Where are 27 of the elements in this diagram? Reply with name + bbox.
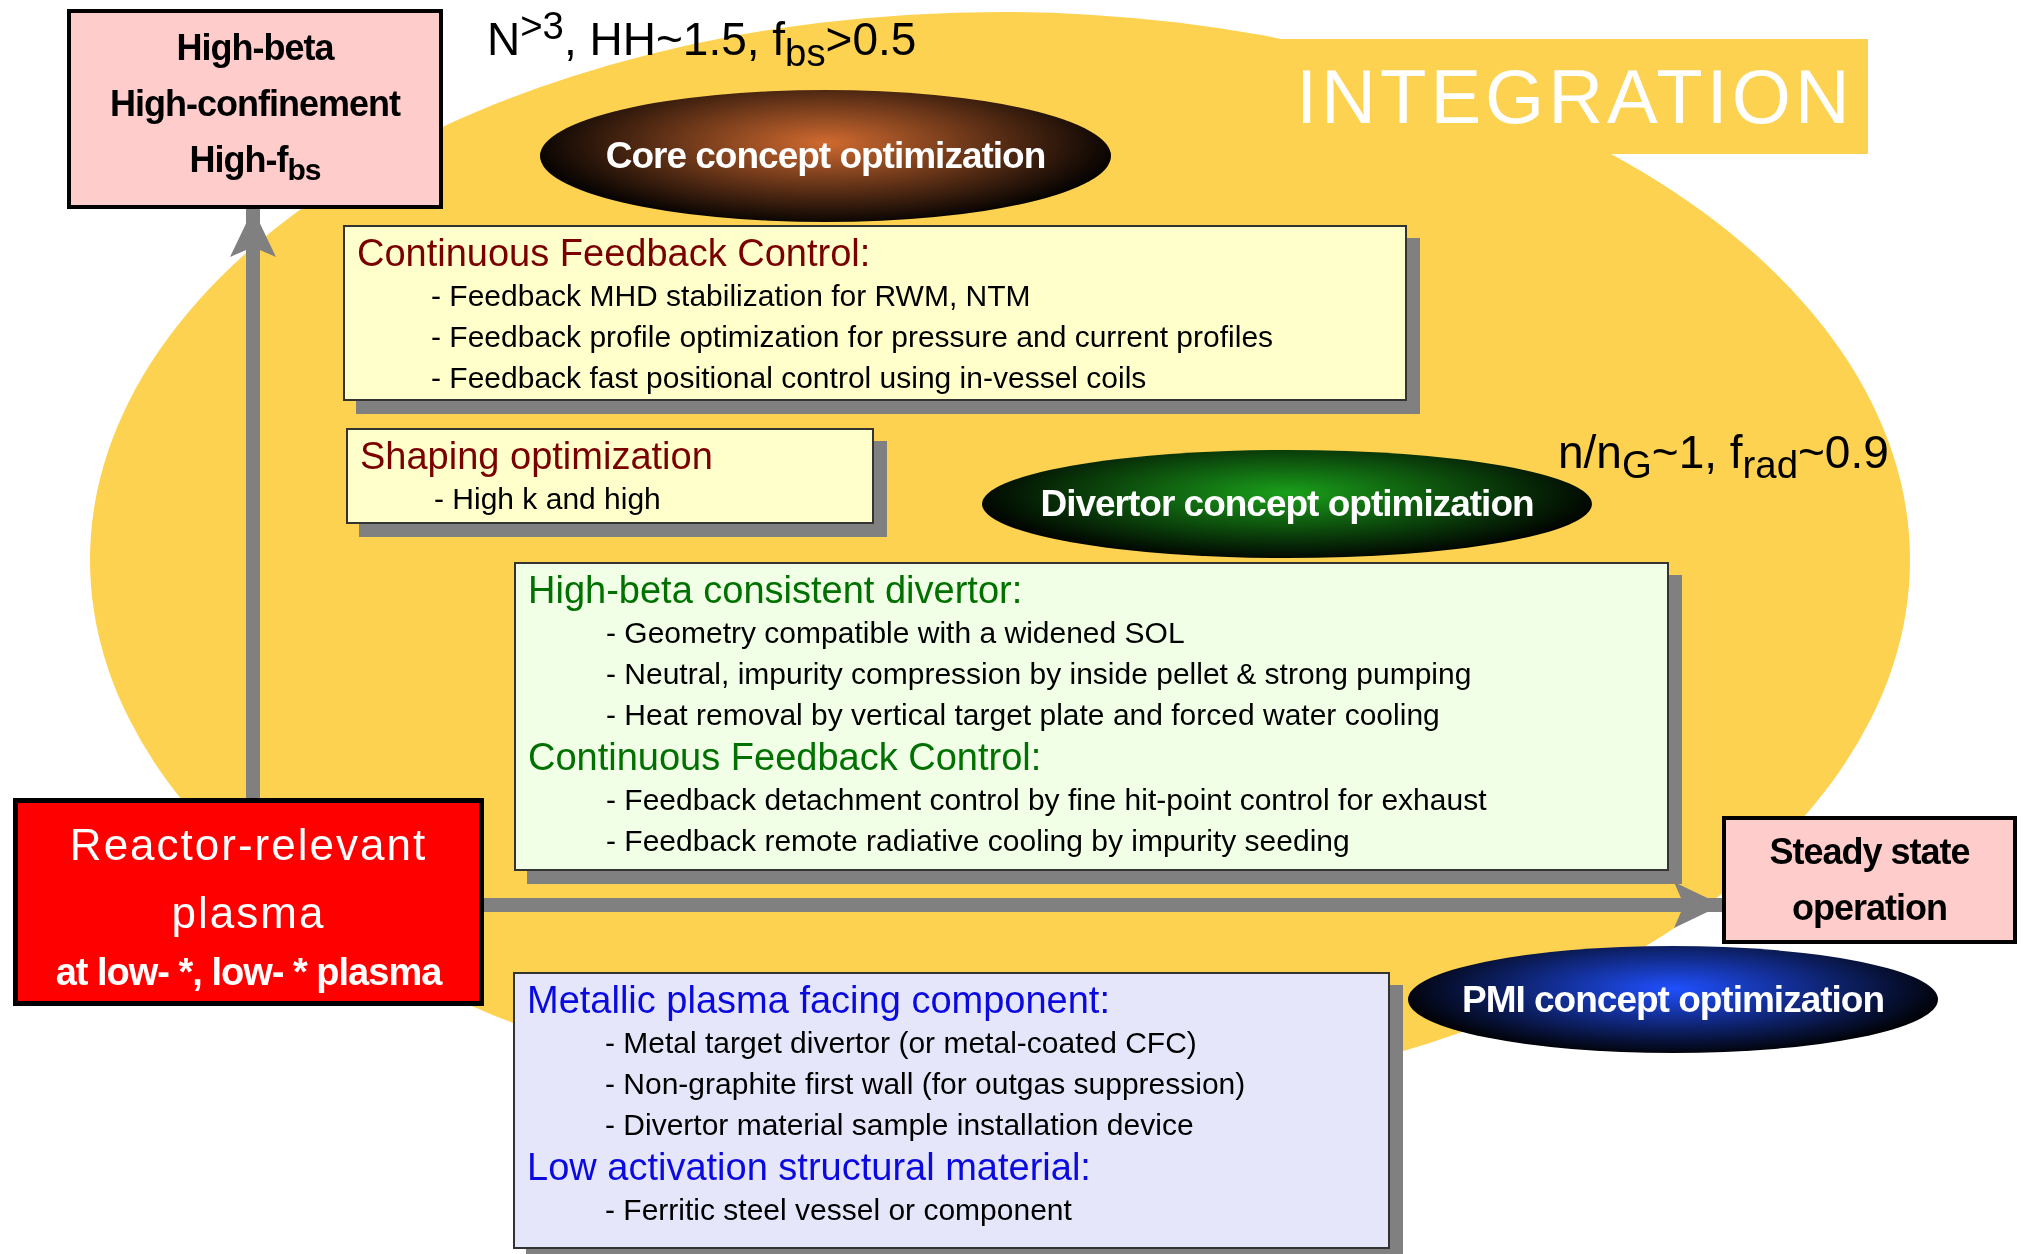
box-title: Reactor-relevant plasma: [68, 818, 429, 939]
goal-box: Steady state operation: [1722, 816, 2017, 944]
panel-heading: Continuous Feedback Control:: [357, 231, 872, 275]
panel-heading: Low activation structural material:: [527, 1145, 1092, 1189]
bullet-item: - Feedback remote radiative cooling by impurity seeding: [605, 823, 1351, 859]
bullet-item: - Feedback MHD stabilization for RWM, NTM: [430, 278, 1032, 314]
concept-oval: PMI concept optimization: [1408, 946, 1938, 1053]
arrow: [230, 209, 276, 798]
bullet-item: - Heat removal by vertical target plate and forced water cooling: [605, 697, 1441, 733]
bullet-item: - Metal target divertor (or metal-coated CFC): [604, 1025, 1198, 1061]
box-subtitle: at low- *, low- * plasma: [55, 950, 442, 994]
bullet-item: - Ferritic steel vessel or component: [604, 1192, 1073, 1228]
bullet-item: - Geometry compatible with a widened SOL: [605, 615, 1186, 651]
bullet-item: - Feedback profile optimization for pressure and current profiles: [430, 319, 1275, 355]
bullet-item: - Neutral, impurity compression by inside pellet & strong pumping: [605, 656, 1473, 692]
bullet-item: - Feedback detachment control by fine hit-point control for exhaust: [605, 782, 1488, 818]
panel-heading: Shaping optimization: [360, 434, 714, 478]
panel-heading: High-beta consistent divertor:: [528, 568, 1024, 612]
arrow: [484, 882, 1722, 928]
plasma-box: [13, 798, 484, 1006]
bullet-item: - Non-graphite first wall (for outgas suppression): [604, 1066, 1247, 1102]
bullet-item: - Divertor material sample installation device: [604, 1107, 1195, 1143]
panel-heading: Metallic plasma facing component:: [527, 978, 1111, 1022]
bullet-item: - High k and high: [433, 481, 662, 517]
goal-box: High-beta High-confinement High-f$_{bs}$: [67, 9, 443, 209]
panel-heading: Continuous Feedback Control:: [528, 735, 1043, 779]
bullet-item: - Feedback fast positional control using in-vessel coils: [430, 360, 1148, 396]
